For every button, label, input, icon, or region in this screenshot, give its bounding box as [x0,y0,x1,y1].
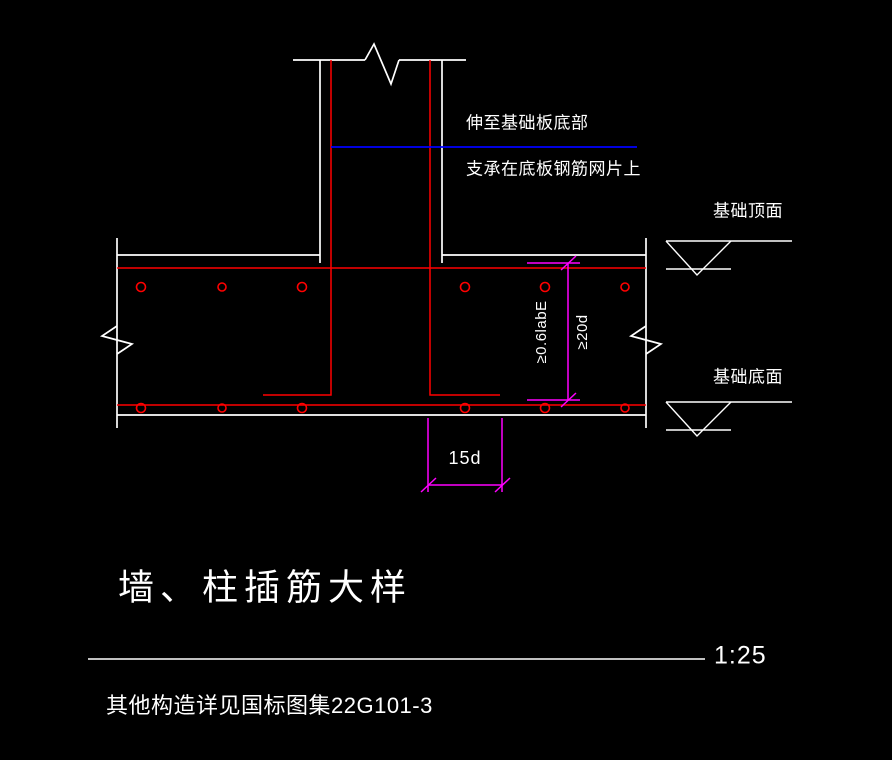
footing-break-symbol-right [628,325,664,355]
vertical-dimension-group: ≥0.6labE ≥20d [527,255,591,408]
rebar-section-circle [539,281,551,293]
horizontal-dimension-label: 15d [448,448,481,468]
level-marker-bottom-triangle [665,401,732,438]
column-outline-group [293,42,466,263]
level-marker-top-triangle [665,240,732,277]
rebar-section-circle [296,281,308,293]
annotation-line-1: 伸至基础板底部 [466,113,589,132]
level-marker-top-group: 基础顶面 [665,201,792,277]
vertical-dimension-tick-bottom [560,392,577,408]
annotation-line-2: 支承在底板钢筋网片上 [466,159,641,178]
rebar-section-circle [459,402,471,414]
vertical-dimension-label-1: ≥0.6labE [533,300,550,363]
vertical-dimension-label-2: ≥20d [574,314,591,349]
dowel-bar-left [263,60,332,396]
footing-break-symbol-left [99,325,135,355]
column-break-symbol [364,42,400,87]
rebar-section-circle [135,402,147,414]
horizontal-dimension-tick-left [420,477,437,493]
rebar-section-circle [296,402,308,414]
rebar-section-circle [217,282,227,292]
level-label-top: 基础顶面 [713,201,783,220]
horizontal-dimension-tick-right [494,477,511,493]
drawing-note: 其他构造详见国标图集22G101-3 [106,693,433,718]
drawing-title: 墙、柱插筋大样 [118,567,412,608]
rebar-section-circle [539,402,551,414]
footing-reinforcement-group [117,267,646,414]
dowel-bars-group [263,60,500,396]
rebar-section-circle [135,281,147,293]
level-label-bottom: 基础底面 [713,367,783,386]
level-marker-bottom-group: 基础底面 [665,367,792,438]
footing-outline-group [99,238,664,428]
rebar-section-circle [620,282,630,292]
rebar-section-circle [620,403,630,413]
vertical-dimension-tick-top [560,255,577,271]
horizontal-dimension-group: 15d [420,418,511,493]
dowel-bar-right [429,60,500,396]
rebar-section-circle [459,281,471,293]
drawing-scale: 1:25 [714,642,767,670]
rebar-section-circle [217,403,227,413]
